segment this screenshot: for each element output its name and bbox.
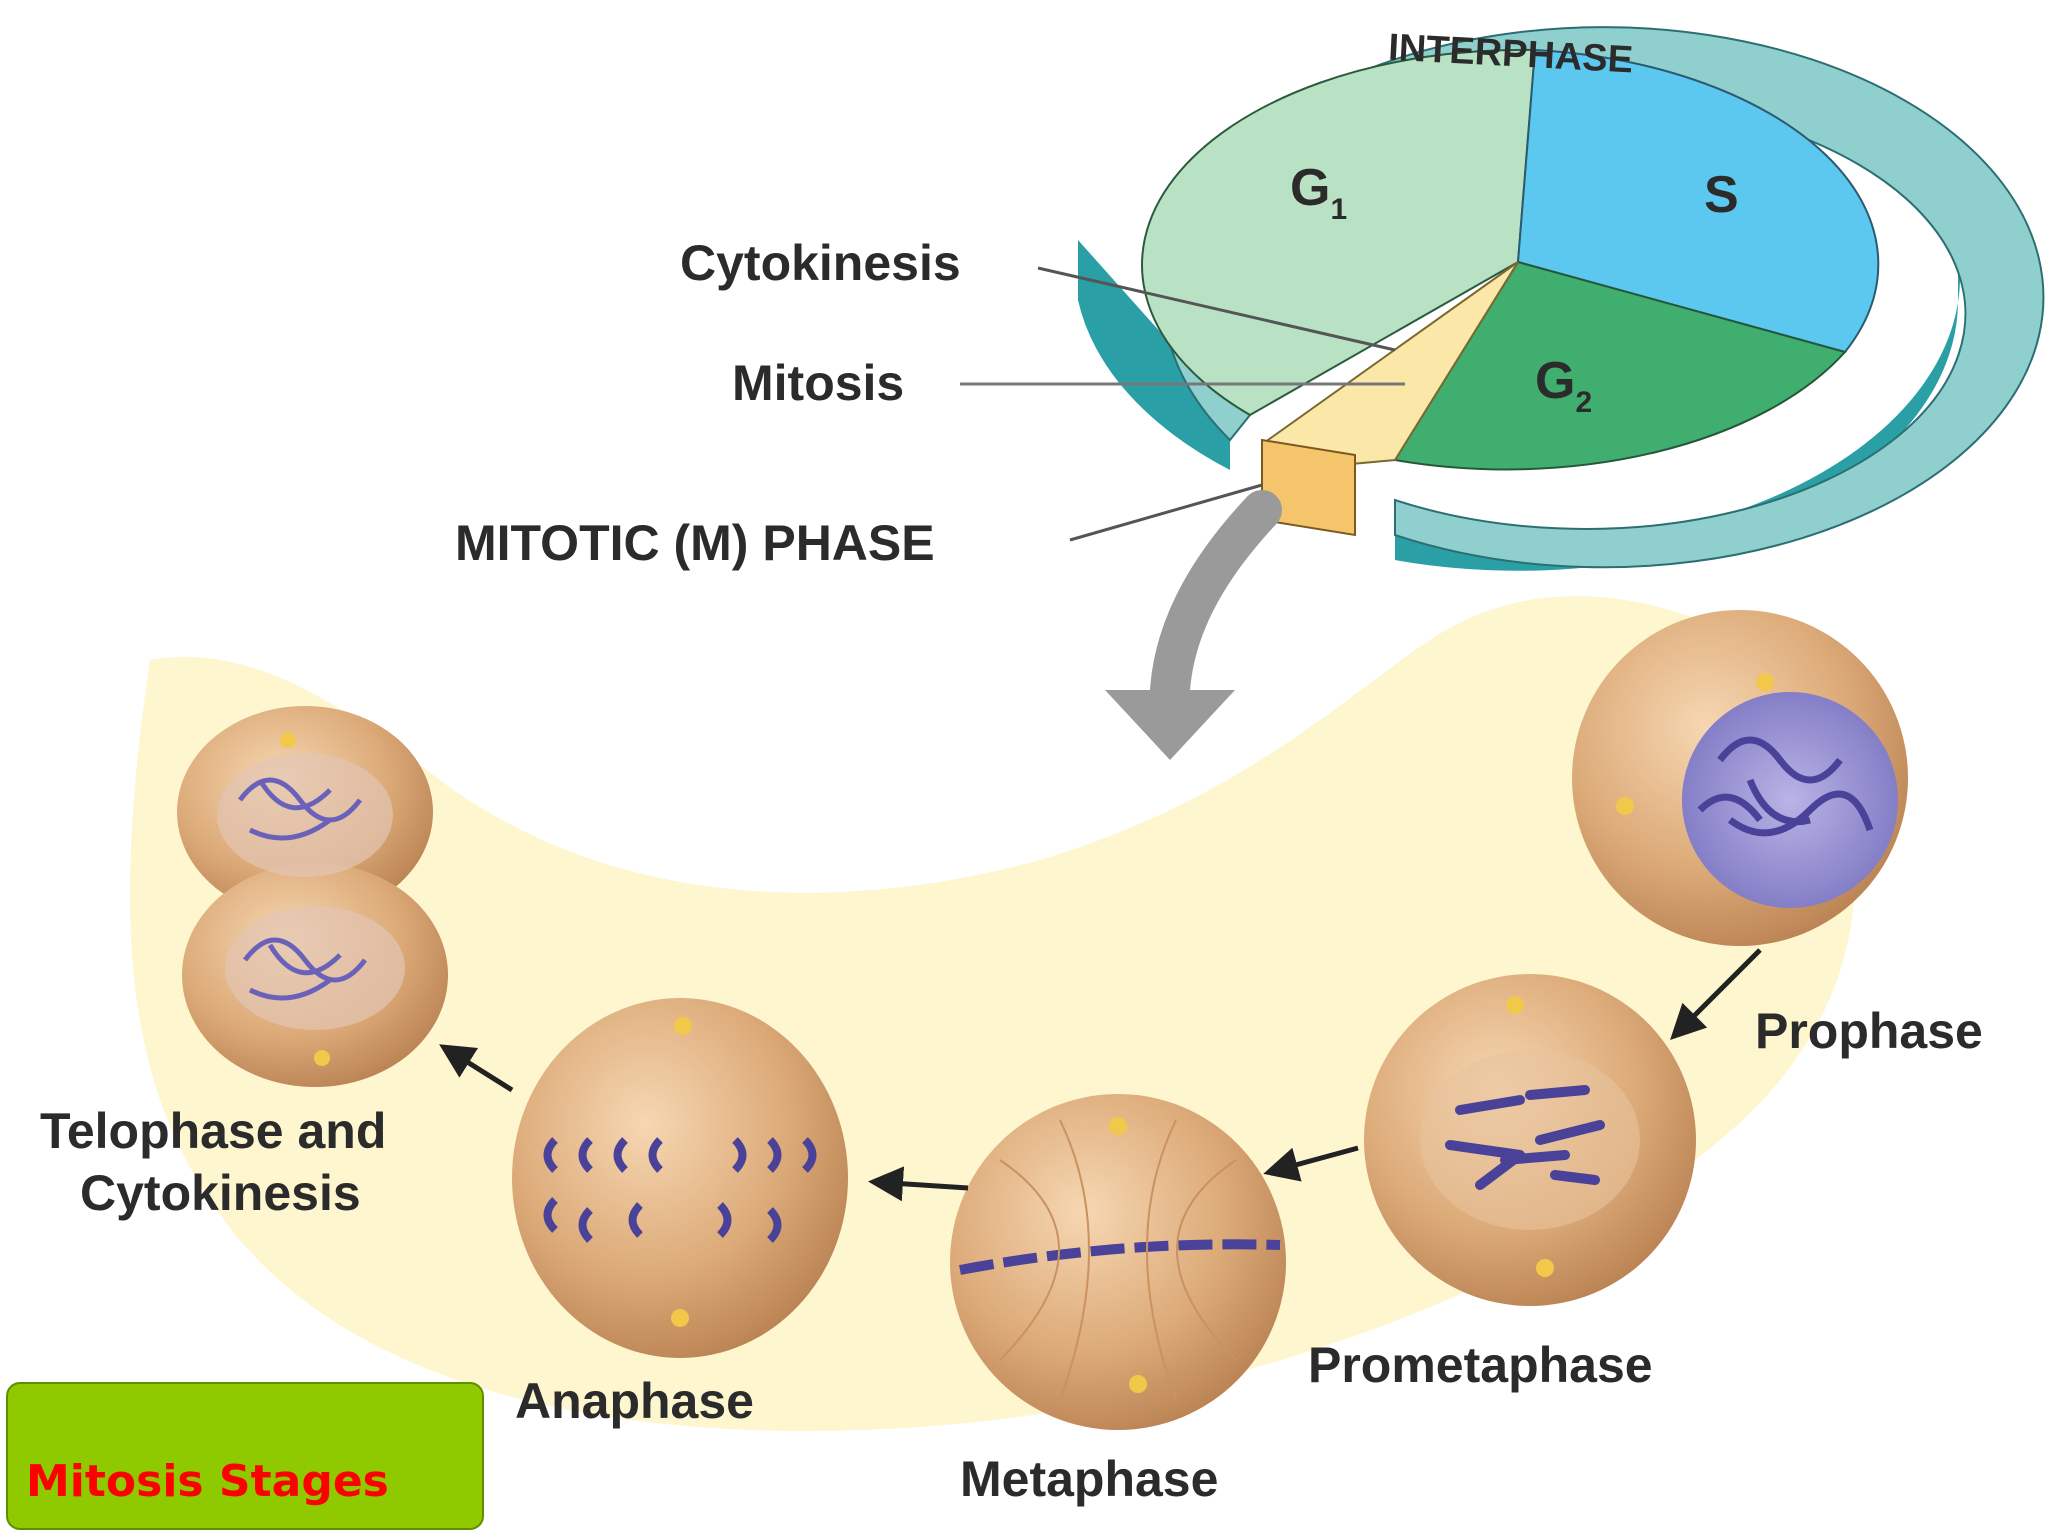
g1-sector: [1141, 48, 1537, 417]
cytokinesis-leader: [1037, 266, 1396, 352]
g1-label: G1: [1290, 159, 1347, 226]
g1-letter: G: [1290, 159, 1330, 217]
m-phase-leader: [1069, 483, 1263, 542]
curved-down-arrow-icon: [1105, 490, 1282, 760]
s-sector: [1516, 48, 1880, 354]
arrow-icon-4: [439, 1044, 514, 1093]
g2-letter: G: [1535, 352, 1575, 410]
metaphase-cell: [950, 1094, 1286, 1430]
g1-subscript: 1: [1330, 193, 1347, 226]
g2-subscript: 2: [1575, 386, 1592, 419]
arrow-icon-1: [1670, 948, 1762, 1040]
arrow-icon-2: [1263, 1145, 1359, 1182]
arrow-icon-3: [868, 1166, 969, 1202]
s-label: S: [1704, 166, 1739, 224]
mitosis-label: Mitosis: [732, 355, 904, 411]
telophase-label-line2: Cytokinesis: [80, 1165, 361, 1221]
prometaphase-label: Prometaphase: [1308, 1337, 1653, 1393]
caption-title: Mitosis Stages: [26, 1456, 389, 1507]
telophase-label-line1: Telophase and: [40, 1103, 386, 1159]
prophase-cell: [1572, 610, 1908, 946]
prophase-label: Prophase: [1755, 1003, 1983, 1059]
anaphase-cell: [512, 998, 848, 1358]
metaphase-label: Metaphase: [960, 1451, 1218, 1507]
cytokinesis-label: Cytokinesis: [680, 235, 961, 291]
caption-box: Mitosis Stages: [6, 1382, 484, 1530]
m-phase-label: MITOTIC (M) PHASE: [455, 515, 935, 571]
g2-sector: [1393, 260, 1847, 471]
prometaphase-cell: [1364, 974, 1696, 1306]
anaphase-label: Anaphase: [515, 1373, 754, 1429]
g2-label: G2: [1535, 352, 1592, 419]
telophase-cell: [177, 706, 448, 1087]
cell-cycle-disc: INTERPHASE G1 S G2: [1078, 26, 2045, 571]
disc-side: [1078, 240, 1230, 470]
